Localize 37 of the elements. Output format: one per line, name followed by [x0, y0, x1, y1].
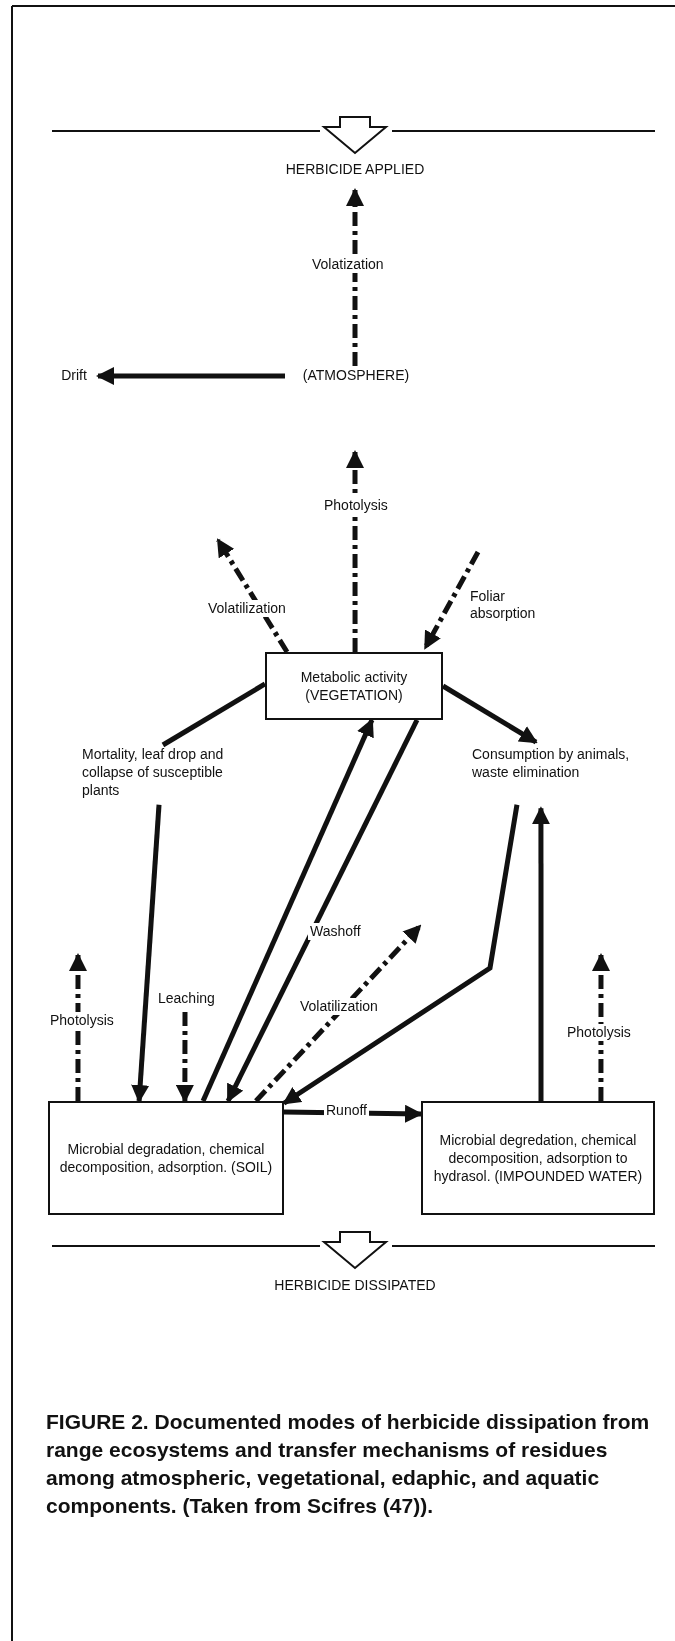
edge-label: Volatilization	[298, 998, 380, 1015]
box-text: Microbial degredation, chemical decomposition, adsorption to hydrasol. (IMPOUNDED WATER)	[432, 1131, 644, 1185]
node-label: Mortality, leaf drop and collapse of susceptible plants	[82, 745, 252, 799]
box-text: Microbial degradation, chemical decomposition, adsorption. (SOIL)	[58, 1140, 274, 1176]
edge-label: Runoff	[324, 1102, 369, 1119]
arrow	[225, 718, 420, 1103]
dash-dot-arrow	[215, 538, 290, 654]
edge-label: Photolysis	[48, 1012, 116, 1029]
process-box	[48, 1101, 284, 1215]
arrow	[200, 718, 375, 1102]
node-label: Drift	[52, 366, 96, 384]
edge-label: Leaching	[156, 990, 217, 1007]
box-text: Metabolic activity (VEGETATION)	[299, 668, 409, 704]
edge-label: Photolysis	[322, 497, 390, 514]
connector-line	[161, 681, 267, 748]
node-label: HERBICIDE APPLIED	[255, 160, 455, 178]
process-box	[421, 1101, 655, 1215]
edge-label: Volatilization	[206, 600, 288, 617]
arrow	[282, 804, 520, 1106]
arrow	[531, 806, 550, 1101]
arrow	[96, 367, 285, 385]
dash-dot-arrow	[254, 924, 422, 1103]
dash-dot-arrow	[175, 1012, 194, 1103]
edge-label: Washoff	[308, 923, 363, 940]
dash-dot-arrow	[592, 953, 610, 1101]
node-label: HERBICIDE DISSIPATED	[245, 1276, 465, 1294]
node-label: (ATMOSPHERE)	[285, 366, 427, 384]
dash-dot-arrow	[346, 450, 364, 652]
process-box	[265, 652, 443, 720]
edge-label: Volatization	[310, 256, 386, 273]
dash-dot-arrow	[69, 953, 87, 1101]
figure-caption: FIGURE 2. Documented modes of herbicide dissipation from range ecosystems and transfer mechanisms of residues among atmospheric, vegetational, edaphic, and aquatic components. (Taken from Scifres (47)).	[46, 1409, 651, 1519]
dash-dot-arrow	[423, 550, 481, 650]
arrow	[131, 804, 162, 1103]
edge-label: Photolysis	[565, 1024, 633, 1041]
node-label: Consumption by animals, waste elimination	[472, 745, 632, 781]
dash-dot-arrow	[346, 188, 364, 366]
